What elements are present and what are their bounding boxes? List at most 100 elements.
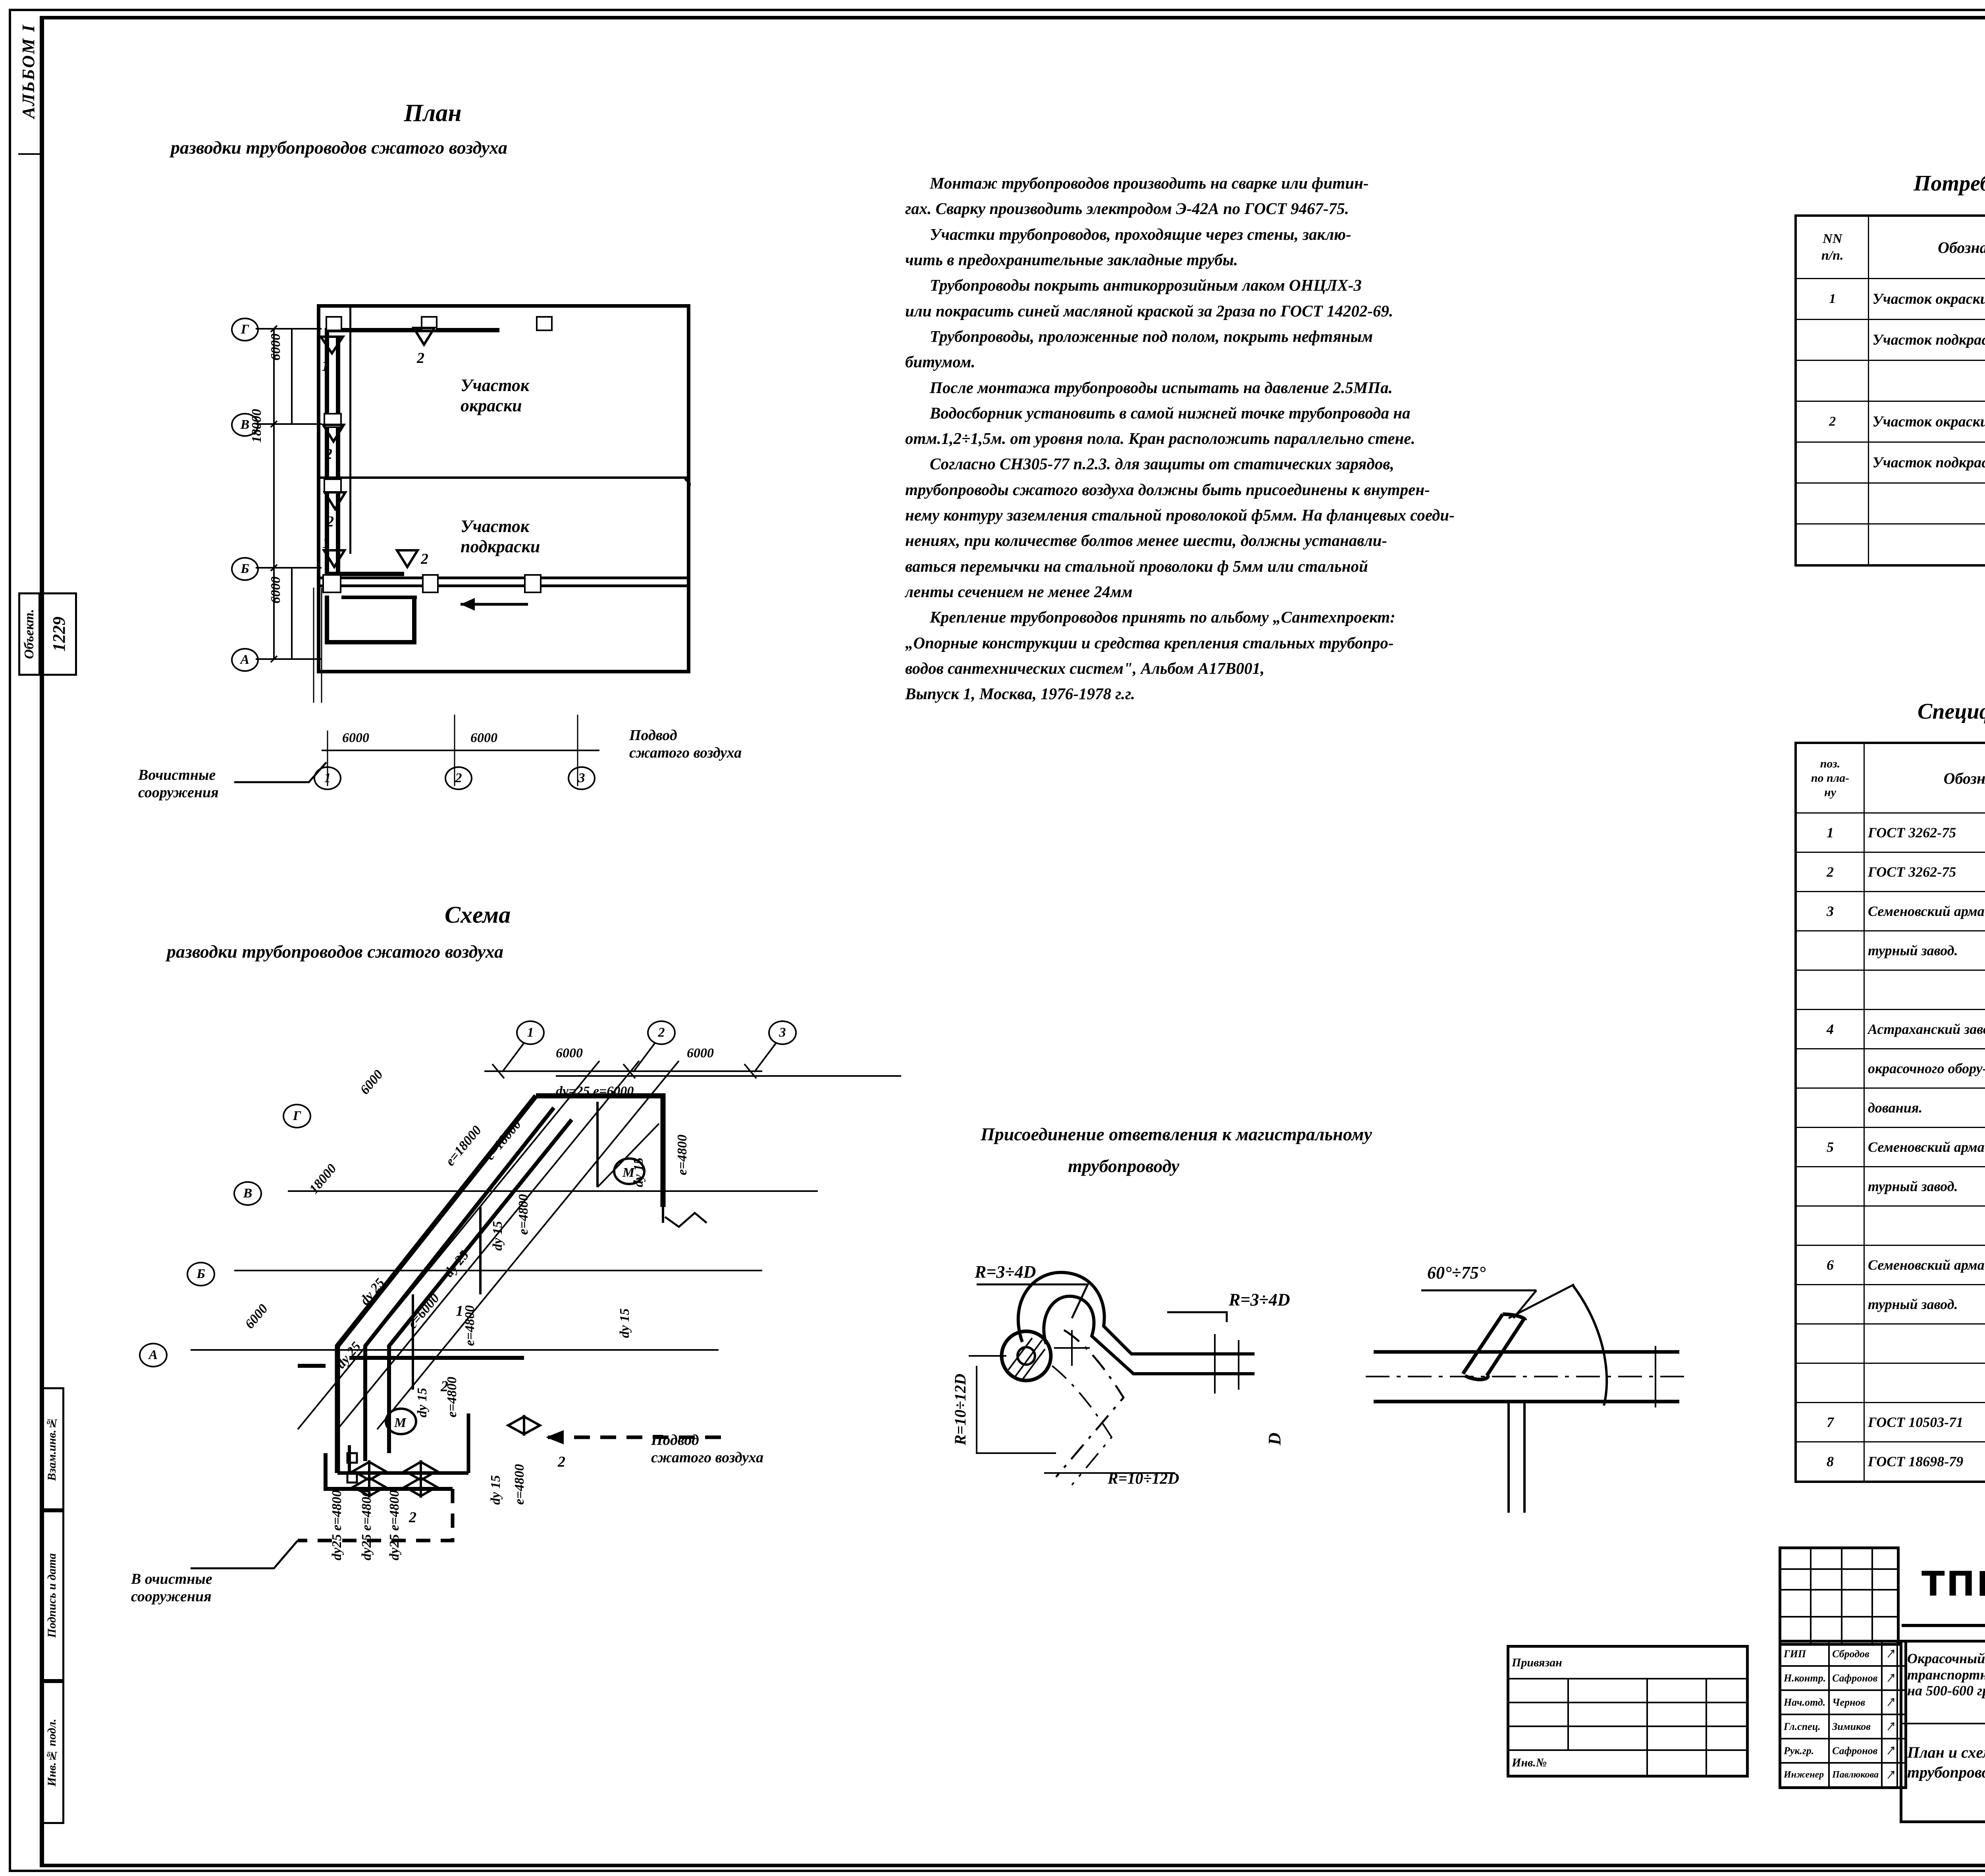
cell-pos: 1 bbox=[1795, 812, 1865, 853]
scheme-axis-2: 2 bbox=[647, 1020, 676, 1045]
cell-no bbox=[1795, 360, 1869, 402]
note-line: Трубопроводы покрыть антикоррозийным лак… bbox=[930, 276, 1362, 295]
note-line: водов сантехнических систем", Альбом А17… bbox=[905, 659, 1265, 677]
plan-title-line2: разводки трубопроводов сжатого воздуха bbox=[171, 137, 507, 158]
plan-tag-triangles bbox=[318, 327, 691, 611]
role-label: Инженер bbox=[1779, 1762, 1830, 1789]
note-line: Крепление трубопроводов принять по альбо… bbox=[930, 608, 1395, 627]
cell-pos: 6 bbox=[1795, 1245, 1865, 1285]
project-title-row: Окрасочный участок авто- транспортного п… bbox=[1900, 1640, 1985, 1724]
margin-cell-vzam: Взам.инв.№ bbox=[40, 1387, 64, 1510]
scheme-dim-top-1: 6000 bbox=[556, 1046, 583, 1060]
binding-cell bbox=[1567, 1726, 1648, 1751]
plan-drawing: 1 2 2 2 1 2 Участок окраски Участок подк… bbox=[222, 294, 691, 723]
cell-designation: ГОСТ 18698-79 bbox=[1864, 1441, 1985, 1483]
plan-tag-2a: 2 bbox=[417, 350, 424, 366]
cell-designation: Участок подкраски bbox=[1868, 319, 1985, 361]
plan-dim-h2: 6000 bbox=[470, 731, 497, 745]
cell-pos bbox=[1795, 1087, 1865, 1128]
plan-tag-2d: 2 bbox=[421, 551, 428, 567]
detail-title-line1: Присоединение ответвления к магистрально… bbox=[981, 1124, 1372, 1144]
binding-cell bbox=[1646, 1678, 1707, 1703]
plan-tag-1a: 1 bbox=[322, 358, 329, 374]
table-row: 15кч 888р СВМ bbox=[1795, 1363, 1985, 1403]
plan-dimension-lines bbox=[234, 325, 599, 786]
binding-label: Привязан bbox=[1507, 1645, 1748, 1679]
signature-row: ГИП Сбродов ↗ bbox=[1779, 1640, 1907, 1667]
spec-table-head: поз. по пла- ну Обозначение Наименование… bbox=[1795, 742, 1985, 814]
inv-label: Инв.№ bbox=[1507, 1749, 1648, 1777]
consumers-table-head: NN п/п. Обозначение Наименование Кол Пот… bbox=[1795, 215, 1985, 279]
scheme-mark-2c: 2 bbox=[558, 1454, 565, 1470]
revision-row bbox=[1779, 1568, 1899, 1591]
cell-pos bbox=[1795, 1323, 1865, 1364]
cell-pos bbox=[1795, 930, 1865, 971]
code-underline bbox=[1902, 1624, 1985, 1627]
project-title-line: транспортного предприятия bbox=[1907, 1666, 1985, 1683]
cell-designation: Участок окраски bbox=[1868, 278, 1985, 320]
scheme-axis-g: Г bbox=[283, 1104, 311, 1128]
table-row: нитным приводом bbox=[1795, 1323, 1985, 1364]
table-row: дования. bbox=[1795, 1087, 1985, 1128]
object-label-cell: Объект. bbox=[18, 592, 40, 676]
scheme-pipe-label-dy15e: dy 15 bbox=[488, 1475, 503, 1505]
table-row: турный завод.муфтовый Dу 15 bbox=[1795, 930, 1985, 971]
note-line: „Опорные конструкции и средства креплени… bbox=[905, 633, 1394, 652]
role-label: Н.контр. bbox=[1779, 1665, 1830, 1691]
role-signature: ↗ bbox=[1881, 1689, 1898, 1715]
col-no: NN п/п. bbox=[1795, 215, 1869, 279]
cell-pos: 7 bbox=[1795, 1402, 1865, 1442]
margin-cell-podpis: Подпись и дата bbox=[40, 1510, 64, 1681]
cell-no: 1 bbox=[1795, 278, 1869, 320]
binding-cell bbox=[1706, 1678, 1748, 1703]
binding-cell bbox=[1646, 1749, 1707, 1777]
detail-label-angle: 60°÷75° bbox=[1427, 1263, 1486, 1282]
cell-pos: 5 bbox=[1795, 1127, 1865, 1167]
cell-designation: Семеновский арма- bbox=[1864, 1245, 1985, 1285]
plan-axis-v: В bbox=[231, 413, 259, 437]
note-line: трубопроводы сжатого воздуха должны быть… bbox=[905, 480, 1430, 499]
binding-row-1 bbox=[1507, 1678, 1748, 1703]
role-label: Нач.отд. bbox=[1779, 1689, 1830, 1715]
sheet-title-line: трубопроводов bbox=[1907, 1763, 1985, 1781]
role-signature: ↗ bbox=[1881, 1738, 1898, 1764]
note-line: или покрасить синей масляной краской за … bbox=[905, 301, 1393, 320]
col-designation: Обозначение bbox=[1864, 742, 1985, 814]
binding-cell bbox=[1646, 1726, 1707, 1751]
scheme-axis-v: В bbox=[233, 1181, 262, 1206]
scheme-axis-b: Б bbox=[187, 1262, 215, 1286]
scheme-pipe-label-dy15a: dy 15 bbox=[490, 1221, 505, 1251]
sheet-title-line: воздуха bbox=[1907, 1782, 1985, 1802]
cell-pos: 8 bbox=[1795, 1441, 1865, 1483]
project-title: Окрасочный участок авто- транспортного п… bbox=[1900, 1640, 1985, 1724]
cell-pos: 2 bbox=[1795, 852, 1865, 892]
note-line: нему контуру заземления стальной проволо… bbox=[905, 506, 1455, 524]
svg-text:M: M bbox=[622, 1165, 635, 1180]
spec-table: поз. по пла- ну Обозначение Наименование… bbox=[1794, 742, 1985, 1483]
binding-row-header: Привязан bbox=[1507, 1645, 1748, 1679]
note-line: Согласно СН305-77 п.2.3. для защиты от с… bbox=[930, 455, 1394, 473]
cell-pos: 3 bbox=[1795, 891, 1865, 931]
sheet-frame-outer bbox=[9, 9, 1985, 1872]
signature-row: Н.контр. Сафронов ↗ bbox=[1779, 1665, 1907, 1691]
cell-designation bbox=[1864, 970, 1985, 1010]
cell-designation: ГОСТ 3262-75 bbox=[1864, 852, 1985, 892]
cell-no bbox=[1795, 523, 1869, 566]
detail-title-line2: трубопроводу bbox=[1068, 1156, 1179, 1176]
binding-cell bbox=[1507, 1726, 1569, 1751]
role-signature: ↗ bbox=[1881, 1665, 1898, 1691]
cell-designation: Семеновский арма- bbox=[1864, 1127, 1985, 1167]
note-line: Трубопроводы, проложенные под полом, пок… bbox=[930, 327, 1373, 345]
cell-designation: дования. bbox=[1864, 1087, 1985, 1128]
scheme-axis-3: 3 bbox=[768, 1020, 797, 1045]
role-name: Павлюкова bbox=[1828, 1762, 1883, 1789]
margin-cell-invpodl: Инв.№ подл. bbox=[40, 1681, 64, 1824]
role-signature: ↗ bbox=[1881, 1640, 1898, 1667]
svg-text:M: M bbox=[394, 1415, 407, 1430]
note-line: чить в предохранительные закладные трубы… bbox=[905, 250, 1238, 269]
